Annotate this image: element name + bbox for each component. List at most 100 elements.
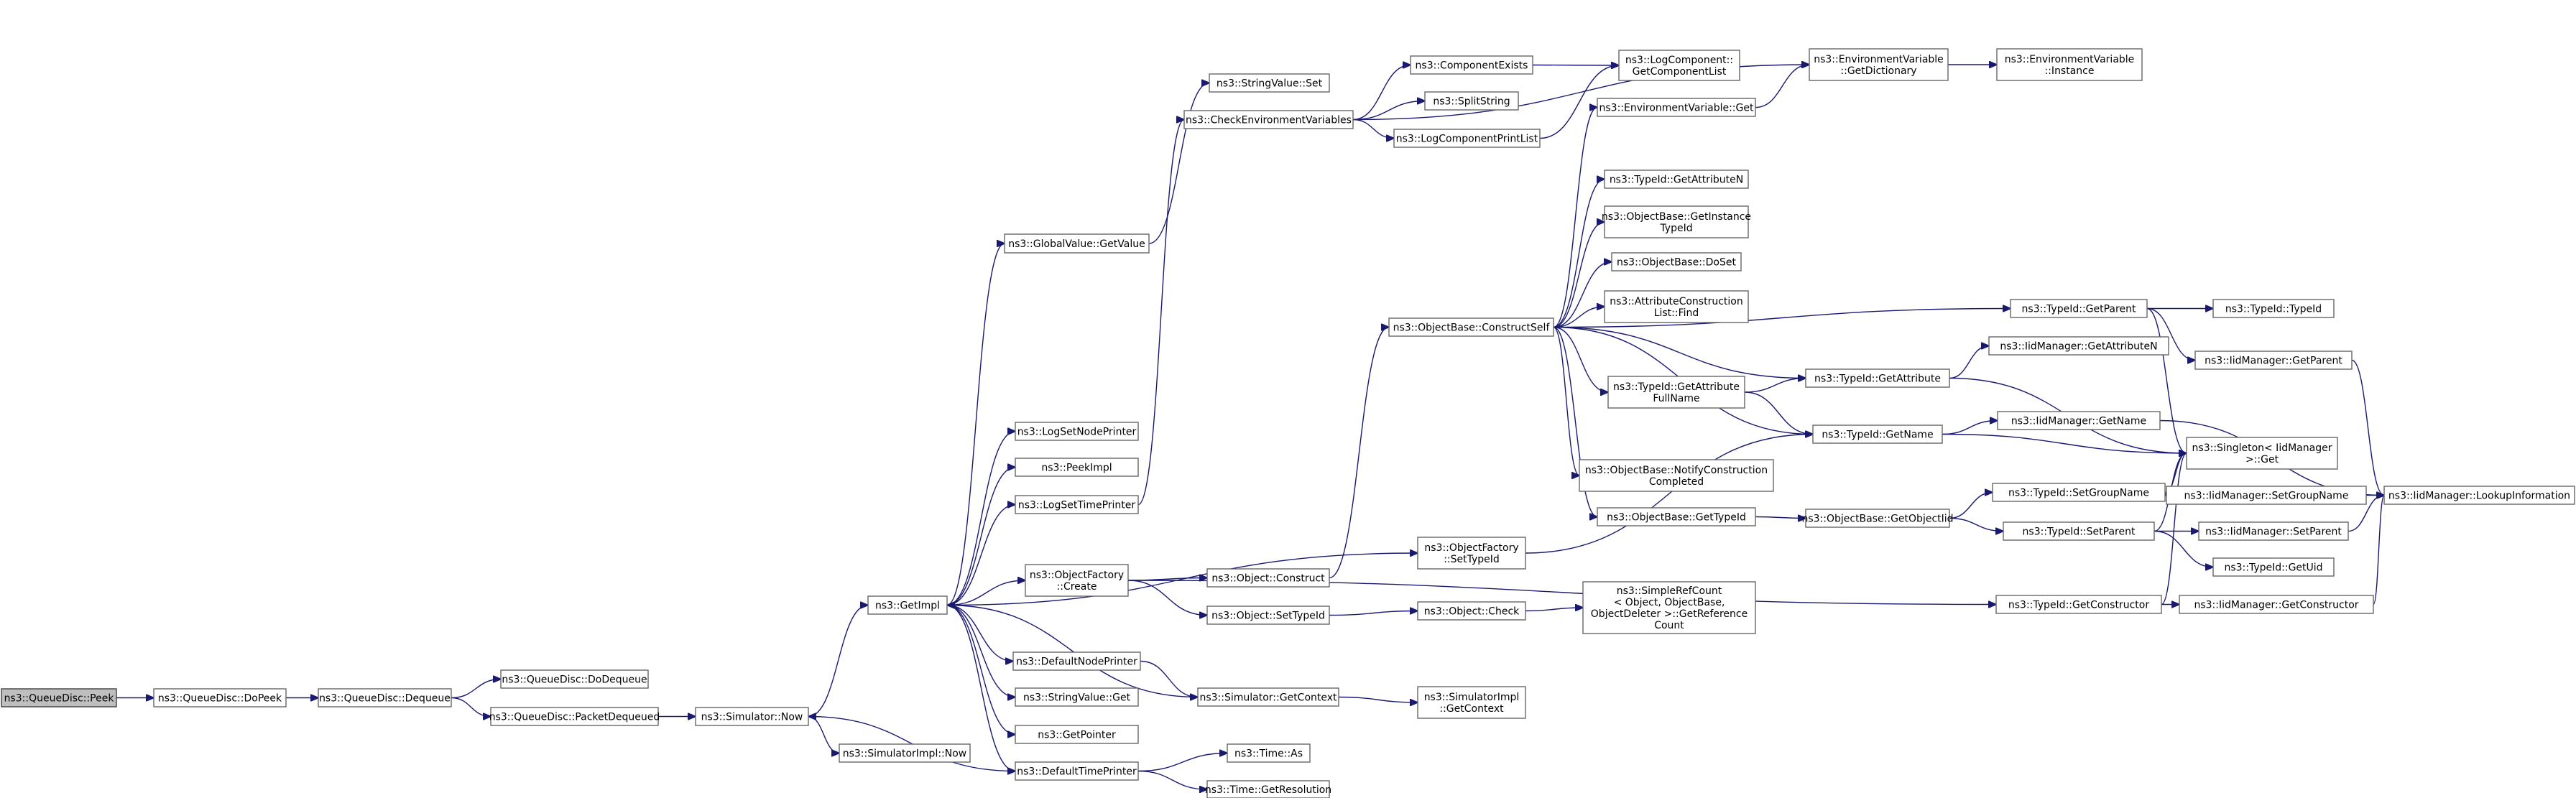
node-tidgetname[interactable]: ns3::TypeId::GetName bbox=[1812, 424, 1943, 444]
edge-obconstructself-to-envget bbox=[1553, 108, 1597, 328]
node-dequeue[interactable]: ns3::QueueDisc::Dequeue bbox=[318, 688, 452, 707]
node-logcompgetlist[interactable]: ns3::LogComponent::GetComponentList bbox=[1618, 50, 1740, 81]
node-label: ns3::SimulatorImpl bbox=[1424, 692, 1520, 703]
node-envinstance[interactable]: ns3::EnvironmentVariable::Instance bbox=[1996, 48, 2143, 81]
node-box bbox=[1393, 129, 1541, 148]
node-simgetcontext[interactable]: ns3::Simulator::GetContext bbox=[1197, 687, 1339, 707]
node-box bbox=[2212, 557, 2335, 577]
edge-getimpl-to-getpointer bbox=[946, 604, 1015, 735]
node-envgetdict[interactable]: ns3::EnvironmentVariable::GetDictionary bbox=[1809, 48, 1949, 81]
node-tidgetattr[interactable]: ns3::TypeId::GetAttribute bbox=[1805, 368, 1950, 388]
node-peekimpl[interactable]: ns3::PeekImpl bbox=[1015, 458, 1139, 477]
node-iidsetparent[interactable]: ns3::IidManager::SetParent bbox=[2198, 521, 2349, 541]
node-box bbox=[1805, 509, 1950, 528]
node-tidgetattrn[interactable]: ns3::TypeId::GetAttributeN bbox=[1604, 170, 1749, 189]
node-logsettimeprinter[interactable]: ns3::LogSetTimePrinter bbox=[1015, 495, 1139, 514]
node-objconstruct[interactable]: ns3::Object::Construct bbox=[1206, 568, 1330, 588]
node-obconstructself[interactable]: ns3::ObjectBase::ConstructSelf bbox=[1388, 317, 1554, 337]
node-box bbox=[1607, 376, 1745, 409]
node-singletonget[interactable]: ns3::Singleton< IidManager >::Get bbox=[2186, 437, 2338, 470]
node-tidsetparent[interactable]: ns3::TypeId::SetParent bbox=[2003, 521, 2155, 541]
node-box bbox=[2194, 351, 2353, 370]
node-iidsetgroupname[interactable]: ns3::IidManager::SetGroupName bbox=[2166, 486, 2367, 505]
node-label: ns3::ObjectBase::DoSet bbox=[1617, 257, 1736, 269]
node-tidsetgroupname[interactable]: ns3::TypeId::SetGroupName bbox=[1992, 483, 2166, 502]
node-box bbox=[1388, 317, 1554, 337]
node-checkenv[interactable]: ns3::CheckEnvironmentVariables bbox=[1183, 110, 1354, 129]
node-box bbox=[695, 707, 809, 726]
node-stringvalueget[interactable]: ns3::StringValue::Get bbox=[1015, 687, 1139, 707]
node-packetdequeued[interactable]: ns3::QueueDisc::PacketDequeued bbox=[489, 707, 660, 726]
node-splitstring[interactable]: ns3::SplitString bbox=[1424, 91, 1519, 111]
node-label: ns3::TypeId::GetAttribute bbox=[1613, 381, 1740, 393]
node-gvgetvalue[interactable]: ns3::GlobalValue::GetValue bbox=[1004, 233, 1150, 254]
node-tidtypeid[interactable]: ns3::TypeId::TypeId bbox=[2212, 299, 2335, 318]
node-simnow[interactable]: ns3::Simulator::Now bbox=[695, 707, 809, 726]
node-dopeek[interactable]: ns3::QueueDisc::DoPeek bbox=[153, 688, 287, 707]
node-simplerefcount[interactable]: ns3::SimpleRefCount< Object, ObjectBase,… bbox=[1582, 581, 1756, 634]
node-defaultnodeprinter[interactable]: ns3::DefaultNodePrinter bbox=[1012, 651, 1141, 671]
node-iidgetattrn[interactable]: ns3::IidManager::GetAttributeN bbox=[1988, 336, 2169, 356]
node-obnotify[interactable]: ns3::ObjectBase::NotifyConstructionCompl… bbox=[1579, 459, 1774, 492]
node-peek[interactable]: ns3::QueueDisc::Peek bbox=[1, 688, 117, 707]
node-label: ns3::IidManager::GetParent bbox=[2205, 356, 2342, 367]
node-stringvalueset[interactable]: ns3::StringValue::Set bbox=[1209, 73, 1330, 93]
node-box bbox=[1183, 110, 1354, 129]
node-obgettypeid[interactable]: ns3::ObjectBase::GetTypeId bbox=[1597, 507, 1756, 526]
node-iidlookup[interactable]: ns3::IidManager::LookupInformation bbox=[2383, 486, 2575, 505]
edge-obgettypeid-to-obgetobjtid bbox=[1755, 517, 1806, 519]
node-iidgetconstructor[interactable]: ns3::IidManager::GetConstructor bbox=[2179, 595, 2374, 614]
node-box bbox=[2383, 486, 2575, 505]
node-label: < Object, ObjectBase, bbox=[1614, 597, 1725, 608]
node-timegetres[interactable]: ns3::Time::GetResolution bbox=[1205, 780, 1331, 798]
node-label: ns3::GetImpl bbox=[875, 600, 940, 612]
node-label: ns3::ObjectFactory bbox=[1030, 570, 1124, 581]
node-label: ns3::Time::As bbox=[1234, 748, 1303, 760]
node-getimpl[interactable]: ns3::GetImpl bbox=[867, 595, 948, 615]
edge-dequeue-to-packetdequeued bbox=[451, 697, 491, 717]
node-tidgetparent[interactable]: ns3::TypeId::GetParent bbox=[2010, 299, 2148, 318]
node-label: ns3::IidManager::SetGroupName bbox=[2184, 491, 2349, 502]
node-box bbox=[1582, 581, 1756, 634]
node-objcheck[interactable]: ns3::Object::Check bbox=[1417, 601, 1526, 621]
node-logcompprintlist[interactable]: ns3::LogComponentPrintList bbox=[1393, 129, 1541, 148]
node-label: ns3::StringValue::Get bbox=[1023, 692, 1131, 704]
node-tidgetuid[interactable]: ns3::TypeId::GetUid bbox=[2212, 557, 2335, 577]
node-logsetnodeprinter[interactable]: ns3::LogSetNodePrinter bbox=[1015, 422, 1139, 441]
node-simimplgetcontext[interactable]: ns3::SimulatorImpl::GetContext bbox=[1417, 686, 1526, 719]
node-obgetobjtid[interactable]: ns3::ObjectBase::GetObjectIid bbox=[1801, 509, 1954, 528]
node-envget[interactable]: ns3::EnvironmentVariable::Get bbox=[1597, 98, 1756, 117]
node-defaulttimeprinter[interactable]: ns3::DefaultTimePrinter bbox=[1015, 761, 1139, 781]
node-box bbox=[2010, 299, 2148, 318]
edge-getimpl-to-defaulttimeprinter bbox=[946, 604, 1015, 771]
node-compexists[interactable]: ns3::ComponentExists bbox=[1410, 55, 1533, 75]
node-label: ns3::QueueDisc::DoDequeue bbox=[502, 674, 647, 686]
node-box bbox=[1604, 290, 1749, 323]
node-label: ns3::Object::Construct bbox=[1211, 573, 1325, 585]
node-iidgetparent[interactable]: ns3::IidManager::GetParent bbox=[2194, 351, 2353, 370]
node-label: ns3::TypeId::TypeId bbox=[2225, 304, 2322, 315]
node-label: ns3::TypeId::GetUid bbox=[2224, 562, 2322, 574]
node-simimplnow[interactable]: ns3::SimulatorImpl::Now bbox=[839, 743, 971, 763]
node-timeas[interactable]: ns3::Time::As bbox=[1227, 743, 1311, 763]
node-box bbox=[1618, 50, 1740, 81]
edge-dequeue-to-dodequeue bbox=[451, 679, 501, 699]
node-iidgetname[interactable]: ns3::IidManager::GetName bbox=[1997, 411, 2161, 430]
node-box bbox=[1597, 98, 1756, 117]
node-ofcreate[interactable]: ns3::ObjectFactory::Create bbox=[1025, 564, 1129, 597]
edge-iidgetparent-to-iidlookup bbox=[2351, 359, 2384, 496]
node-box bbox=[1809, 48, 1949, 81]
node-obdoset[interactable]: ns3::ObjectBase::DoSet bbox=[1611, 252, 1742, 272]
node-dodequeue[interactable]: ns3::QueueDisc::DoDequeue bbox=[500, 669, 649, 689]
node-tidgetconstructor[interactable]: ns3::TypeId::GetConstructor bbox=[1995, 595, 2162, 614]
node-getpointer[interactable]: ns3::GetPointer bbox=[1015, 725, 1139, 744]
node-label: ns3::TypeId::GetConstructor bbox=[2008, 600, 2149, 611]
edge-obconstructself-to-attrconstruct bbox=[1553, 307, 1605, 328]
node-label: ns3::TypeId::SetParent bbox=[2023, 526, 2136, 538]
node-box bbox=[1206, 568, 1330, 588]
node-ofsettypeid[interactable]: ns3::ObjectFactory::SetTypeId bbox=[1417, 537, 1526, 570]
node-objsettypeid[interactable]: ns3::Object::SetTypeId bbox=[1206, 606, 1330, 625]
